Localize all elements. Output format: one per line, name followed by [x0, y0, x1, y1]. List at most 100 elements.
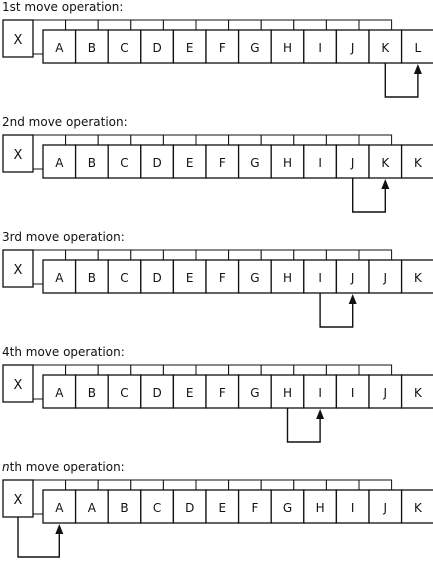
array-cell-label: C — [153, 501, 161, 515]
x-label: X — [14, 378, 23, 393]
array-cell-label: K — [381, 41, 390, 55]
array-cell-label: E — [186, 41, 194, 55]
move-arrow — [17, 517, 60, 558]
arrow-head — [348, 294, 357, 304]
array-cell — [400, 374, 433, 409]
array-cell — [172, 489, 207, 524]
array-cell-label: K — [381, 156, 390, 170]
x-box — [2, 364, 34, 403]
operation-title-rest: th move operation: — [10, 460, 125, 474]
array-cell-label: A — [55, 386, 64, 400]
array-cell-label: L — [415, 41, 422, 55]
array-cell-label: C — [120, 41, 128, 55]
array-cell — [400, 259, 433, 294]
array-cell — [400, 29, 433, 64]
array-cell — [237, 144, 272, 179]
array-cell-label: D — [152, 156, 161, 170]
x-label: X — [14, 493, 23, 508]
arrow-head — [413, 64, 422, 74]
array-cell — [107, 259, 142, 294]
array-cell-label: J — [383, 271, 388, 285]
array-cell — [107, 374, 142, 409]
array-cell-label: H — [316, 501, 325, 515]
operation-title: 3rd move operation: — [2, 230, 125, 244]
array-cell — [140, 144, 175, 179]
array-cell-label: E — [186, 271, 194, 285]
operation-title: 2nd move operation: — [2, 115, 128, 129]
array-cell-label: G — [250, 386, 259, 400]
x-label: X — [14, 263, 23, 278]
array-cell-label: E — [219, 501, 227, 515]
array-cell-label: I — [318, 386, 322, 400]
array-cell-label: G — [250, 156, 259, 170]
x-box — [2, 479, 34, 518]
array-cell-label: K — [414, 271, 423, 285]
array-cell — [42, 259, 77, 294]
array-cell — [107, 144, 142, 179]
array-cell-label: C — [120, 271, 128, 285]
move-arrow — [384, 63, 419, 98]
operation-title: nth move operation: — [2, 460, 125, 474]
array-cell-label: A — [55, 501, 64, 515]
array-cell-label: A — [55, 41, 64, 55]
array-cell — [74, 489, 109, 524]
move-arrow — [352, 178, 386, 213]
x-box — [2, 134, 34, 173]
x-label: X — [14, 33, 23, 48]
array-cell — [270, 144, 305, 179]
array-cell — [237, 29, 272, 64]
array-cell — [368, 374, 403, 409]
array-cell-label: H — [283, 271, 292, 285]
array-cell-label: B — [88, 386, 96, 400]
array-cell-label: D — [152, 386, 161, 400]
array-cell — [237, 374, 272, 409]
array-cell-label: F — [219, 156, 226, 170]
array-cell — [205, 144, 240, 179]
array-cell — [42, 374, 77, 409]
array-cell-label: E — [186, 386, 194, 400]
array-cell-label: J — [383, 386, 388, 400]
array-cell-label: D — [152, 41, 161, 55]
array-cell — [140, 259, 175, 294]
array-cell-label: K — [414, 156, 423, 170]
array-cell — [74, 374, 109, 409]
array-cell-label: I — [351, 386, 355, 400]
array-cell — [335, 374, 370, 409]
move-arrow — [286, 408, 321, 443]
move-arrow — [319, 293, 354, 328]
arrow-head — [55, 524, 64, 534]
array-cell — [400, 489, 433, 524]
array-cell-label: I — [318, 271, 322, 285]
array-cell-label: G — [250, 271, 259, 285]
array-cell-label: H — [283, 386, 292, 400]
array-cell-label: D — [185, 501, 194, 515]
operation-title: 1st move operation: — [2, 0, 123, 14]
array-cell-label: J — [383, 501, 388, 515]
array-cell-label: F — [219, 386, 226, 400]
array-cell — [42, 489, 77, 524]
array-cell — [270, 374, 305, 409]
array-cell — [400, 144, 433, 179]
array-cell-label: G — [283, 501, 292, 515]
array-cell-label: A — [55, 271, 64, 285]
array-cell — [205, 374, 240, 409]
array-cell-label: J — [350, 41, 355, 55]
array-cell-label: F — [251, 501, 258, 515]
operation-title-prefix: n — [2, 460, 10, 474]
array-cell — [368, 29, 403, 64]
array-cell — [303, 144, 338, 179]
arrow-head — [381, 179, 390, 189]
array-cell — [107, 489, 142, 524]
array-cell — [303, 29, 338, 64]
array-cell — [368, 259, 403, 294]
array-cell-label: F — [219, 271, 226, 285]
operation-title: 4th move operation: — [2, 345, 125, 359]
array-cell-label: J — [350, 271, 355, 285]
x-label: X — [14, 148, 23, 163]
